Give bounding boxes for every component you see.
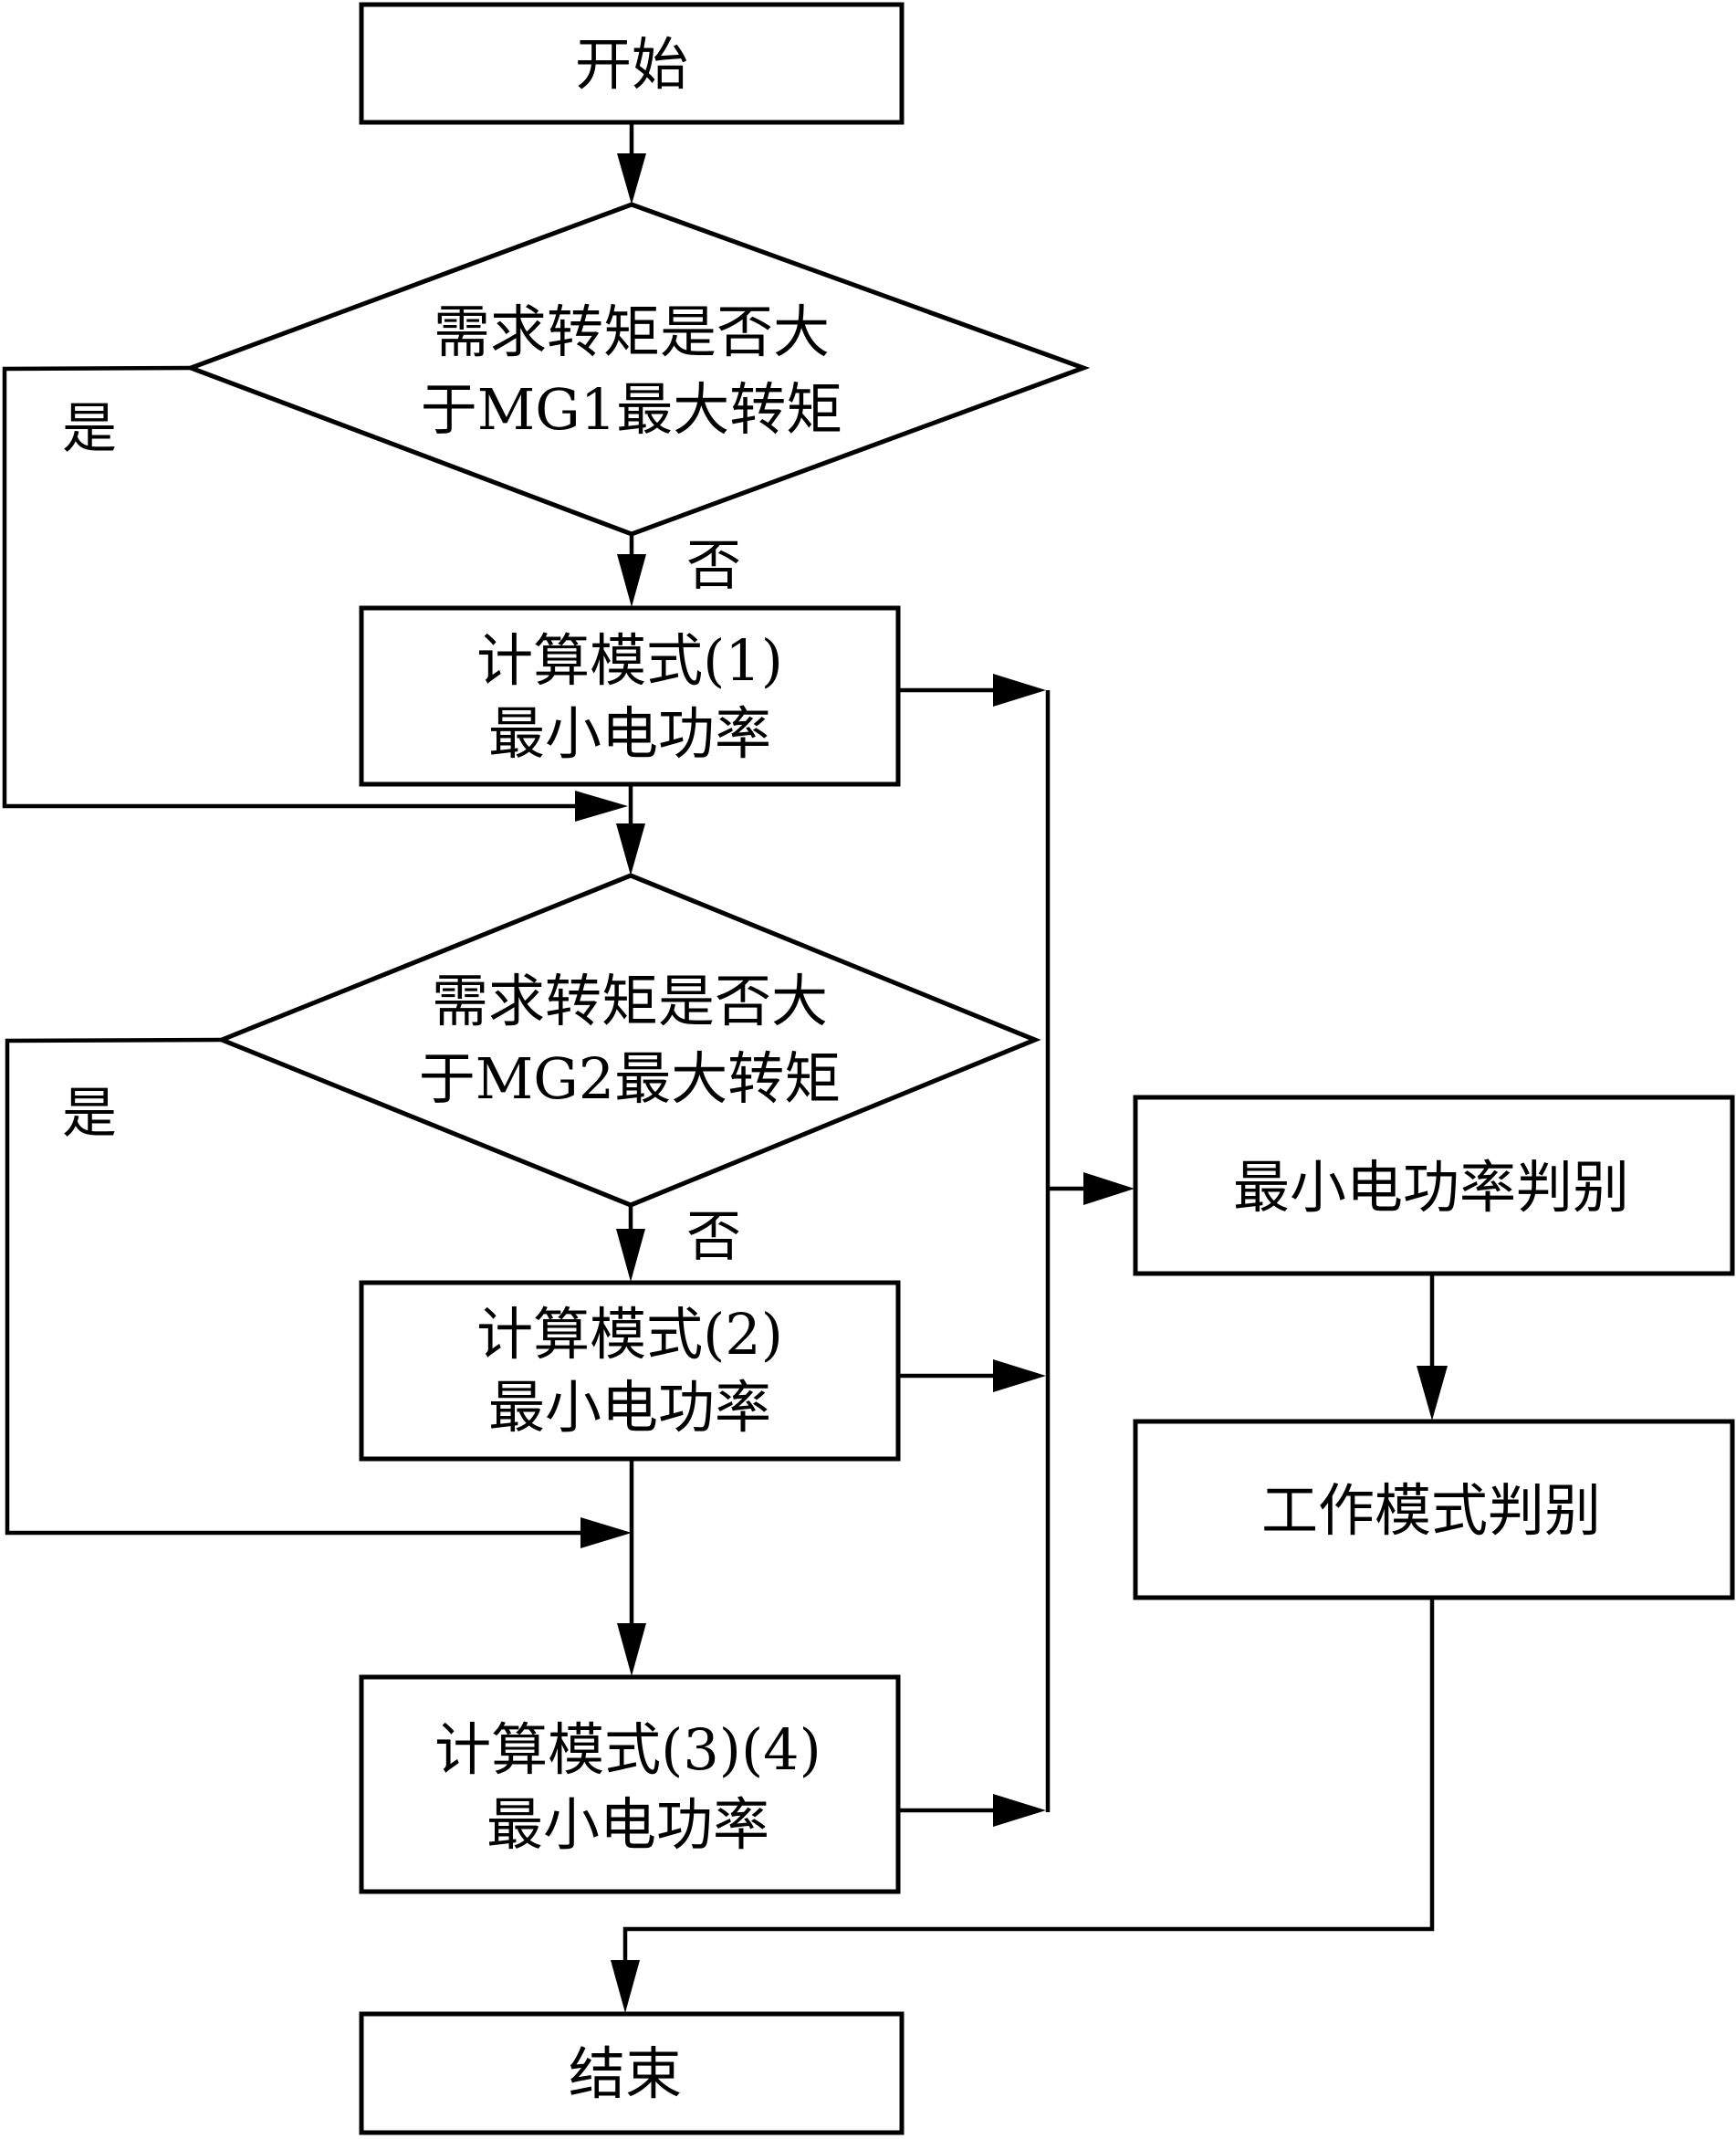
arrow-work-mode-to-end [611,1598,1435,2013]
decision2-line1: 需求转矩是否大 [432,968,828,1034]
arrow-decision1-no: 否 [617,534,741,607]
arrow-mode2-to-mode34 [617,1459,646,1676]
start-node: 开始 [359,2,905,125]
arrow-bus-to-min-power-judge [1048,1172,1135,1205]
mode1-node: 计算模式(1) 最小电功率 [359,605,901,787]
arrow-decision2-yes: 是 [5,1037,632,1548]
arrow-mode2-to-bus [898,1359,1046,1392]
decision2-node: 需求转矩是否大 于MG2最大转矩 [215,873,1041,1208]
decision2-line2: 于MG2最大转矩 [419,1045,841,1112]
mode2-line2: 最小电功率 [488,1374,771,1441]
end-label: 结束 [569,2040,682,2107]
arrow-mode1-to-bus [898,674,1046,707]
min-power-judge-node: 最小电功率判别 [1133,1095,1735,1276]
arrow-start-to-decision1 [617,122,646,204]
arrow-decision2-no: 否 [616,1205,741,1282]
decision1-yes-label: 是 [62,397,117,461]
mode34-line2: 最小电功率 [486,1791,769,1858]
start-label: 开始 [575,31,688,98]
decision1-node: 需求转矩是否大 于MG1最大转矩 [183,202,1091,537]
end-node: 结束 [359,2011,905,2135]
decision2-yes-label: 是 [62,1082,117,1146]
arrow-mode34-to-bus [898,1794,1046,1827]
mode2-node: 计算模式(2) 最小电功率 [359,1280,901,1462]
decision1-line1: 需求转矩是否大 [434,299,830,365]
mode1-line2: 最小电功率 [488,700,771,767]
decision2-no-label: 否 [686,1205,741,1269]
work-mode-judge-label: 工作模式判别 [1261,1477,1601,1544]
arrow-mode1-to-decision2 [616,784,645,876]
arrow-min-power-to-work-mode [1417,1274,1448,1421]
min-power-judge-label: 最小电功率判别 [1233,1154,1629,1221]
mode2-line1: 计算模式(2) [476,1301,783,1368]
decision1-line2: 于MG1最大转矩 [421,376,842,443]
mode1-line1: 计算模式(1) [476,627,783,694]
decision1-no-label: 否 [686,534,741,598]
mode34-line1: 计算模式(3)(4) [434,1716,821,1783]
work-mode-judge-node: 工作模式判别 [1133,1419,1735,1600]
mode34-node: 计算模式(3)(4) 最小电功率 [359,1674,901,1894]
arrow-decision1-yes: 是 [2,365,628,822]
